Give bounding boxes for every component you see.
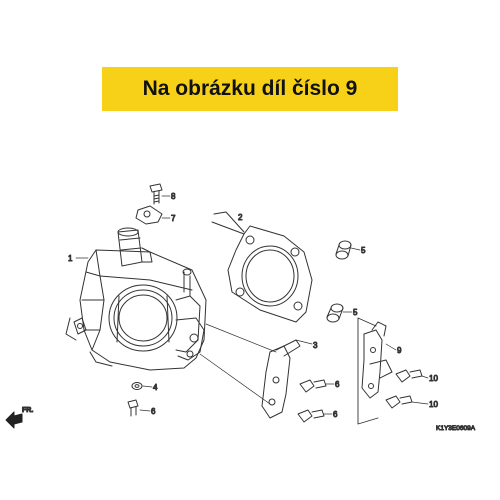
bolt-10-lower	[385, 395, 429, 409]
callout-5-upper: 5	[361, 246, 366, 255]
callout-3: 3	[313, 341, 318, 350]
bracket-9	[361, 321, 397, 399]
callout-10-lower: 10	[429, 400, 438, 409]
bolt-10-upper	[395, 369, 429, 383]
callout-7: 7	[171, 214, 176, 223]
callout-6-lower: 6	[333, 410, 338, 419]
front-direction-arrow	[5, 411, 23, 429]
callout-10-upper: 10	[429, 374, 438, 383]
insulator-gasket	[135, 205, 171, 225]
callout-5-lower: 5	[353, 308, 358, 317]
diagram-code: K1Y3E0609A	[436, 425, 476, 432]
dowel-pin-lower	[326, 303, 353, 323]
front-label: FR.	[22, 407, 33, 414]
bolt-8	[149, 183, 171, 205]
dowel-pin-upper	[335, 240, 361, 260]
bolt-6-lower	[297, 409, 333, 423]
callout-6-upper: 6	[335, 380, 340, 389]
bolt-6-left	[127, 399, 151, 417]
washer-4	[131, 382, 153, 390]
title-banner: Na obrázku díl číslo 9	[102, 67, 398, 111]
cylinder-block	[65, 227, 207, 371]
callout-1: 1	[68, 254, 73, 263]
callout-2: 2	[238, 213, 243, 222]
callout-8: 8	[171, 192, 176, 201]
callout-4: 4	[153, 383, 158, 392]
cylinder-gasket	[211, 211, 313, 323]
callout-9: 9	[397, 346, 402, 355]
bracket-3	[199, 323, 313, 419]
bolt-6-upper	[299, 379, 335, 393]
callout-6-left: 6	[151, 407, 156, 416]
banner-title: Na obrázku díl číslo 9	[142, 77, 358, 100]
frame-box	[357, 317, 379, 425]
